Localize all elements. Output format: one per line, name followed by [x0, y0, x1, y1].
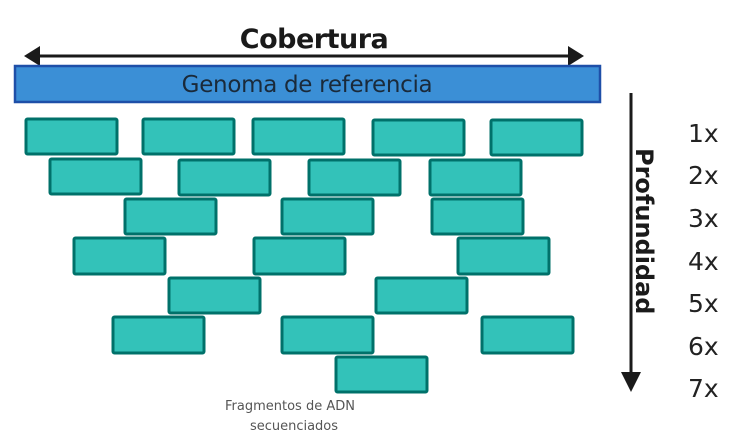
dna-fragment: [252, 236, 347, 276]
depth-level-1x: 1x: [688, 119, 719, 148]
dna-fragment: [280, 315, 375, 355]
coverage-arrow: [24, 46, 584, 66]
depth-arrow: [621, 93, 641, 392]
dna-fragment: [24, 117, 119, 156]
dna-fragments: [24, 117, 584, 394]
dna-fragment: [428, 158, 523, 197]
dna-fragment: [111, 315, 206, 355]
reference-genome: Genoma de referencia: [13, 64, 602, 104]
dna-fragment: [456, 236, 551, 276]
dna-fragment: [167, 276, 262, 315]
dna-fragment: [72, 236, 167, 276]
dna-fragment: [177, 158, 272, 197]
depth-level-5x: 5x: [688, 289, 719, 318]
depth-axis-label: Profundidad: [630, 148, 658, 315]
depth-level-3x: 3x: [688, 204, 719, 233]
dna-fragment: [480, 315, 575, 355]
dna-fragment: [489, 118, 584, 157]
dna-fragment: [371, 118, 466, 157]
depth-levels: 1x 2x 3x 4x 5x 6x 7x: [688, 119, 719, 403]
dna-fragment: [48, 157, 143, 196]
reference-genome-bar: [13, 64, 602, 104]
fragments-caption-line2: secuenciados: [250, 419, 338, 434]
reference-genome-label: Genoma de referencia: [182, 72, 433, 98]
depth-level-2x: 2x: [688, 161, 719, 190]
dna-fragment: [141, 117, 236, 156]
dna-fragment: [280, 197, 375, 236]
dna-fragment: [374, 276, 469, 315]
depth-level-6x: 6x: [688, 332, 719, 361]
dna-fragment: [307, 158, 402, 197]
coverage-label: Cobertura: [240, 24, 388, 55]
dna-fragment: [123, 197, 218, 236]
coverage-arrow-right-head-icon: [568, 46, 584, 66]
dna-fragment: [430, 197, 525, 236]
coverage-arrow-left-head-icon: [24, 46, 40, 66]
dna-fragment: [251, 117, 346, 156]
depth-level-4x: 4x: [688, 247, 719, 276]
depth-arrow-head-icon: [621, 372, 641, 392]
dna-fragment: [334, 355, 429, 394]
fragments-caption-line1: Fragmentos de ADN: [225, 399, 355, 414]
depth-level-7x: 7x: [688, 374, 719, 403]
